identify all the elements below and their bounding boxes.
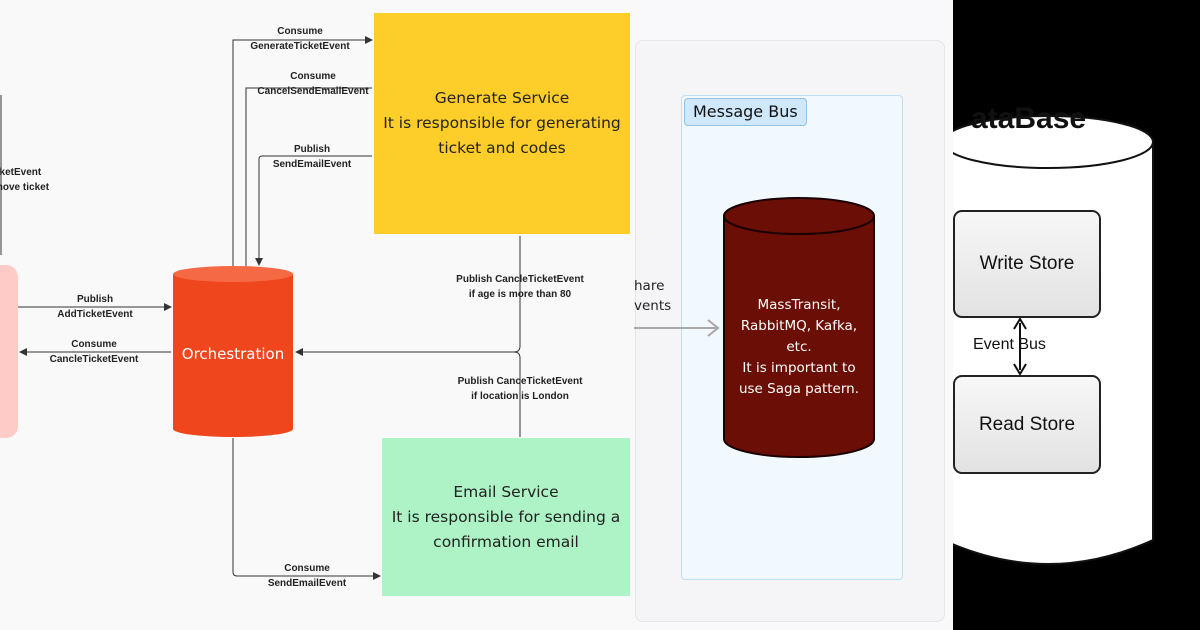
cancle-ticket-location-label-line2: if location is London — [471, 391, 569, 402]
email-service-desc-line1: It is responsible for sending a — [391, 507, 621, 526]
message-broker-description: MassTransit, RabbitMQ, Kafka, etc. It is… — [724, 295, 874, 400]
generate-service-title: Generate Service — [434, 89, 570, 107]
consume-send-email-label-line2: SendEmailEvent — [267, 578, 347, 589]
consume-cancel-send-email-line — [245, 87, 372, 266]
event-bus-arrow — [1013, 317, 1027, 376]
message-broker-cylinder — [723, 197, 875, 458]
consume-cancel-send-email-label: Consume CancelSendEmailEvent — [254, 69, 372, 99]
generate-service-box: Generate Service It is responsible for g… — [374, 13, 630, 234]
consume-send-email-arrow — [232, 438, 381, 580]
generate-service-desc-line1: It is responsible for generating — [383, 114, 621, 132]
consume-cancel-send-email-label-line2: CancelSendEmailEvent — [257, 86, 369, 97]
publish-add-ticket-label: Publish AddTicketEvent — [50, 292, 140, 322]
consume-cancle-ticket-label-line2: CancleTicketEvent — [49, 354, 139, 365]
event-bus-label: Event Bus — [973, 336, 1046, 353]
consume-generate-ticket-arrow — [232, 36, 373, 266]
publish-add-ticket-label-line2: AddTicketEvent — [57, 309, 133, 320]
consume-send-email-label: Consume SendEmailEvent — [262, 561, 352, 591]
consume-cancle-ticket-label-line1: Consume — [71, 339, 117, 350]
database-title: ataBase — [971, 102, 1086, 135]
share-events-arrow — [634, 319, 720, 337]
ticket-event-label: cketEvent move ticket — [0, 165, 49, 195]
consume-send-email-label-line1: Consume — [284, 563, 330, 574]
ticket-event-label-line2: move ticket — [0, 182, 50, 193]
email-service-desc-line2: confirmation email — [433, 532, 579, 551]
read-store-box: Read Store — [953, 375, 1101, 474]
client-service-box — [0, 265, 18, 438]
cancle-ticket-location-label-line1: Publish CanceTicketEvent — [457, 376, 583, 387]
orchestration-connectors — [0, 36, 521, 580]
email-service-title: Email Service — [453, 482, 559, 501]
broker-line1: MassTransit, — [757, 297, 841, 313]
consume-generate-ticket-label-line1: Consume — [277, 26, 323, 37]
orchestration-diagram-panel: cketEvent move ticket Publish AddTicketE… — [0, 0, 630, 630]
publish-send-email-label: Publish SendEmailEvent — [266, 142, 358, 172]
write-store-box: Write Store — [953, 210, 1101, 318]
orchestration-cylinder — [173, 266, 293, 437]
cancle-ticket-age-label-line2: if age is more than 80 — [468, 289, 572, 300]
consume-cancle-ticket-label: Consume CancleTicketEvent — [44, 337, 144, 367]
publish-send-email-label-line2: SendEmailEvent — [272, 159, 352, 170]
publish-add-ticket-label-line1: Publish — [76, 294, 114, 305]
ticket-event-label-line1: cketEvent — [0, 167, 42, 178]
cancle-ticket-age-label: Publish CancleTicketEvent if age is more… — [450, 272, 590, 302]
consume-generate-ticket-label-line2: GenerateTicketEvent — [250, 41, 350, 52]
broker-line3: etc. — [786, 339, 812, 355]
email-service-box: Email Service It is responsible for send… — [382, 438, 630, 596]
cancle-ticket-location-label: Publish CanceTicketEvent if location is … — [450, 374, 590, 404]
message-bus-label: Message Bus — [684, 98, 807, 126]
consume-cancel-send-email-label-line1: Consume — [290, 71, 336, 82]
consume-generate-ticket-label: Consume GenerateTicketEvent — [244, 24, 356, 54]
cancle-ticket-age-label-line1: Publish CancleTicketEvent — [456, 274, 584, 285]
database-panel: ataBase Write Store Read Store Event Bus — [953, 0, 1200, 630]
broker-line2: RabbitMQ, Kafka, — [740, 318, 858, 334]
share-events-line2: vents — [634, 298, 672, 314]
share-events-line1: hare — [634, 278, 665, 294]
cancle-ticket-location-line — [513, 351, 521, 437]
share-events-label: hare vents — [634, 276, 671, 316]
broker-line4: It is important to — [742, 360, 856, 376]
orchestration-label: Orchestration — [181, 345, 285, 363]
message-bus-graphics — [634, 197, 875, 458]
publish-send-email-arrow — [255, 155, 372, 266]
publish-send-email-label-line1: Publish — [293, 144, 331, 155]
broker-line5: use Saga pattern. — [738, 381, 860, 397]
generate-service-desc-line2: ticket and codes — [438, 139, 566, 157]
message-bus-panel: Message Bus hare vents MassTransit, Rabb… — [630, 0, 953, 630]
